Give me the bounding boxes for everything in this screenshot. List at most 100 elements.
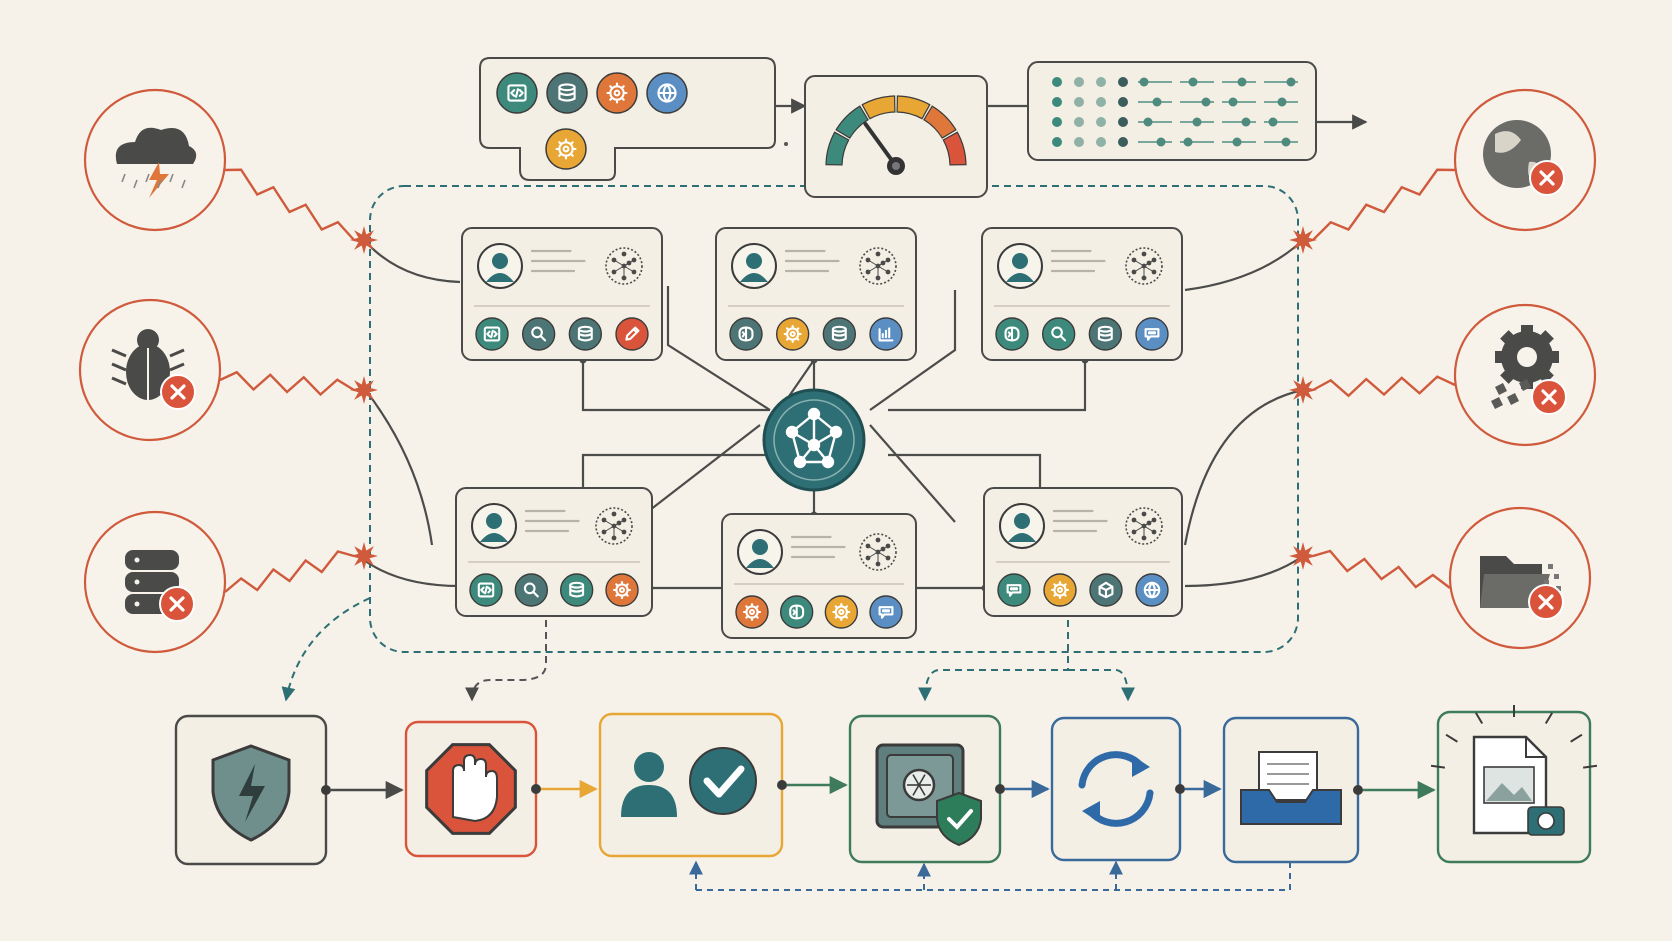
- disruption-bolt: [224, 550, 355, 593]
- pipeline-step-sync[interactable]: [1050, 716, 1182, 862]
- avatar: [997, 243, 1043, 289]
- inbox-tray-icon: [1240, 751, 1342, 825]
- config-row: [1052, 77, 1298, 87]
- slider-knob[interactable]: [1188, 77, 1198, 87]
- database-icon[interactable]: [822, 317, 857, 351]
- code-icon[interactable]: [469, 573, 503, 607]
- avatar: [737, 529, 783, 575]
- neural-net-icon: [595, 507, 633, 545]
- user-check-icon: [621, 747, 757, 817]
- cube-icon[interactable]: [1089, 573, 1123, 607]
- code-icon[interactable]: [475, 317, 509, 351]
- slider-knob[interactable]: [1281, 137, 1291, 147]
- slider-knob[interactable]: [1241, 117, 1251, 127]
- tool-registry-panel: [479, 57, 807, 181]
- slider-knob[interactable]: [1156, 137, 1166, 147]
- agent-card-4[interactable]: [455, 487, 653, 617]
- pipeline-step-shield[interactable]: [174, 714, 328, 866]
- gear-icon[interactable]: [775, 317, 810, 351]
- gear-icon[interactable]: [1043, 573, 1077, 607]
- database-icon[interactable]: [559, 573, 594, 607]
- chat-icon[interactable]: [869, 595, 903, 629]
- agent-card-3[interactable]: [981, 227, 1183, 361]
- slider-knob[interactable]: [1237, 77, 1247, 87]
- neural-net-icon: [859, 247, 897, 285]
- impact-burst: [1289, 376, 1317, 404]
- code-icon[interactable]: [496, 72, 538, 114]
- globe-icon[interactable]: [1135, 573, 1169, 607]
- pipeline-step-vault[interactable]: [848, 714, 1002, 864]
- agent-card-2[interactable]: [715, 227, 917, 361]
- slider-knob[interactable]: [1143, 117, 1153, 127]
- threat-storm: [83, 88, 378, 254]
- slider-knob[interactable]: [1232, 137, 1242, 147]
- secure-vault-icon: [875, 743, 982, 847]
- neural-net-icon: [859, 533, 897, 571]
- search-icon[interactable]: [514, 573, 549, 607]
- pipeline-step-human-approval[interactable]: [598, 712, 784, 858]
- agent-card-1[interactable]: [461, 227, 663, 361]
- globe-error-icon: [1483, 120, 1565, 196]
- database-icon[interactable]: [1088, 317, 1123, 351]
- gear-icon[interactable]: [824, 595, 859, 629]
- folder-error-icon: [1480, 556, 1564, 620]
- pipeline-step-stop[interactable]: [404, 720, 538, 858]
- chat-icon[interactable]: [997, 573, 1031, 607]
- neural-net-icon: [1125, 247, 1163, 285]
- disruption-bolt: [1312, 168, 1456, 241]
- error-badge: [1529, 160, 1565, 196]
- brain-icon[interactable]: [729, 317, 763, 351]
- pipeline-step-output[interactable]: [1430, 705, 1598, 864]
- gear-icon[interactable]: [596, 72, 638, 114]
- slider-knob[interactable]: [1152, 97, 1162, 107]
- load-gauge: [804, 75, 1028, 198]
- chart-icon[interactable]: [869, 317, 903, 351]
- sync-icon: [1078, 751, 1154, 827]
- database-icon[interactable]: [568, 317, 603, 351]
- edit-icon[interactable]: [615, 317, 649, 351]
- brain-icon[interactable]: [995, 317, 1029, 351]
- gear-icon[interactable]: [735, 595, 769, 629]
- gear-icon[interactable]: [605, 573, 639, 607]
- threat-bug: [78, 298, 378, 442]
- impact-burst: [350, 542, 378, 570]
- slider-knob[interactable]: [1268, 117, 1278, 127]
- gauge-segment: [825, 131, 850, 166]
- agent-card-5[interactable]: [721, 513, 917, 639]
- glow-ray: [1475, 712, 1484, 725]
- slider-knob[interactable]: [1139, 77, 1149, 87]
- impact-burst: [350, 376, 378, 404]
- glow-ray: [1570, 733, 1583, 743]
- globe-icon[interactable]: [646, 72, 688, 114]
- error-badge: [1528, 584, 1564, 620]
- slider-knob[interactable]: [1228, 97, 1238, 107]
- slider-knob[interactable]: [1183, 137, 1193, 147]
- disruption-bolt: [1312, 549, 1451, 589]
- glow-ray: [1430, 764, 1445, 769]
- search-icon[interactable]: [521, 317, 556, 351]
- agent-card-6[interactable]: [983, 487, 1183, 617]
- glow-ray: [1583, 764, 1598, 769]
- disruption-bolt: [224, 168, 355, 241]
- avatar: [477, 243, 523, 289]
- database-icon[interactable]: [546, 72, 588, 114]
- slider-knob[interactable]: [1201, 97, 1211, 107]
- avatar: [999, 503, 1045, 549]
- slider-knob[interactable]: [1192, 117, 1202, 127]
- slider-knob[interactable]: [1277, 97, 1287, 107]
- badge-gear-icon[interactable]: [545, 128, 587, 170]
- gauge-segment: [896, 95, 931, 120]
- pipeline-step-inbox[interactable]: [1222, 716, 1360, 864]
- threat-network-outage: [1289, 88, 1597, 254]
- search-icon[interactable]: [1041, 317, 1076, 351]
- slider-knob[interactable]: [1286, 77, 1296, 87]
- threat-corrupted-folder: [1289, 506, 1592, 650]
- chat-icon[interactable]: [1135, 317, 1169, 351]
- impact-burst: [1289, 542, 1317, 570]
- gauge-segment: [942, 131, 967, 166]
- brain-icon[interactable]: [779, 595, 814, 629]
- threat-database-failure: [83, 510, 378, 654]
- network-graph-icon: [785, 407, 843, 469]
- disruption-bolt: [1312, 375, 1456, 398]
